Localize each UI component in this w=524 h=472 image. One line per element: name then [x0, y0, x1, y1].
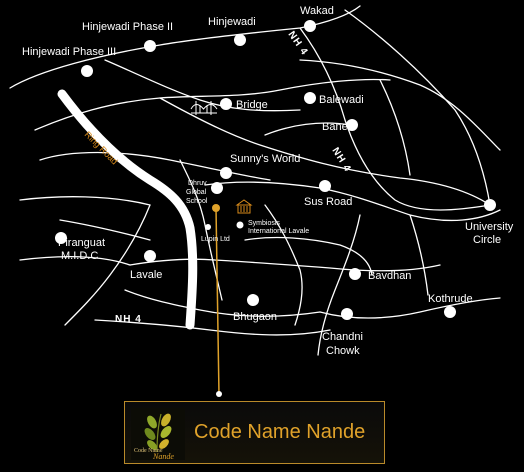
- site-connector: [215, 207, 220, 396]
- dot-dhruv-school[interactable]: [211, 182, 223, 194]
- label-hinjewadi: Hinjewadi: [208, 16, 256, 28]
- label-bridge: Bridge: [236, 99, 268, 111]
- road-network: [9, 5, 501, 356]
- dot-hinjewadi-phase3[interactable]: [81, 65, 93, 77]
- building-icon: [235, 199, 253, 214]
- dot-hinjewadi[interactable]: [234, 34, 246, 46]
- label-lavale: Lavale: [130, 269, 162, 281]
- label-university-1: University: [465, 221, 514, 233]
- dot-kothrude[interactable]: [444, 306, 456, 318]
- ring-road: [57, 89, 198, 330]
- label-balewadi: Balewadi: [319, 94, 364, 106]
- label-nh4-bottom: NH 4: [115, 314, 142, 325]
- dot-wakad[interactable]: [304, 20, 316, 32]
- logo-text-bottom: Nande: [152, 452, 174, 460]
- label-hinjewadi-phase2: Hinjewadi Phase II: [82, 21, 173, 33]
- label-chandni-1: Chandni: [322, 331, 363, 343]
- brand-title: Code Name Nande: [194, 421, 366, 443]
- label-sunnys-world: Sunny's World: [230, 153, 300, 165]
- label-symbiosis-2: International Lavale: [248, 228, 309, 235]
- label-bavdhan: Bavdhan: [368, 270, 411, 282]
- brand-banner[interactable]: Code Name Nande Code Name Nande: [124, 401, 385, 464]
- dot-bridge[interactable]: [220, 98, 232, 110]
- dot-lavale[interactable]: [144, 250, 156, 262]
- site-marker-icon[interactable]: [212, 204, 220, 212]
- logo-text-top: Code Name: [134, 448, 163, 454]
- label-dhruv-2: Global: [186, 189, 207, 196]
- site-connector-end: [216, 391, 222, 397]
- dot-hinjewadi-phase2[interactable]: [144, 40, 156, 52]
- dot-sunnys-world[interactable]: [220, 167, 232, 179]
- label-piranguat-2: M.I.D.C: [61, 250, 98, 262]
- dot-chandni-chowk[interactable]: [341, 308, 353, 320]
- label-nh4-top: NH 4: [286, 29, 310, 57]
- label-baner: Baner: [322, 121, 352, 133]
- label-wakad: Wakad: [300, 5, 334, 17]
- label-piranguat-1: Piranguat: [58, 237, 105, 249]
- bridge-icon: [190, 101, 218, 115]
- label-dhruv-3: School: [186, 198, 208, 205]
- leaf-logo-icon: Code Name Nande: [131, 408, 185, 460]
- label-sus-road: Sus Road: [304, 196, 352, 208]
- dot-symbiosis[interactable]: [236, 221, 244, 229]
- dot-bavdhan[interactable]: [349, 268, 361, 280]
- dot-university-circle[interactable]: [484, 199, 496, 211]
- landmark-dots: [55, 20, 496, 320]
- label-university-2: Circle: [473, 234, 501, 246]
- dot-balewadi[interactable]: [304, 92, 316, 104]
- dot-sus-road[interactable]: [319, 180, 331, 192]
- label-bhugaon: Bhugaon: [233, 311, 277, 323]
- label-lupin: Lupin Ltd: [201, 236, 230, 243]
- label-dhruv-1: Dhruv: [188, 180, 207, 187]
- label-nh4-mid: NH 4: [329, 146, 353, 175]
- dot-piranguat[interactable]: [55, 232, 67, 244]
- dot-lupin[interactable]: [205, 224, 211, 230]
- label-kothrude: Kothrude: [428, 293, 473, 305]
- label-symbiosis-1: Symbiosis: [248, 220, 280, 227]
- label-hinjewadi-phase3: Hinjewadi Phase III: [22, 46, 116, 58]
- label-chandni-2: Chowk: [326, 345, 360, 357]
- dot-baner[interactable]: [346, 119, 358, 131]
- dot-bhugaon[interactable]: [247, 294, 259, 306]
